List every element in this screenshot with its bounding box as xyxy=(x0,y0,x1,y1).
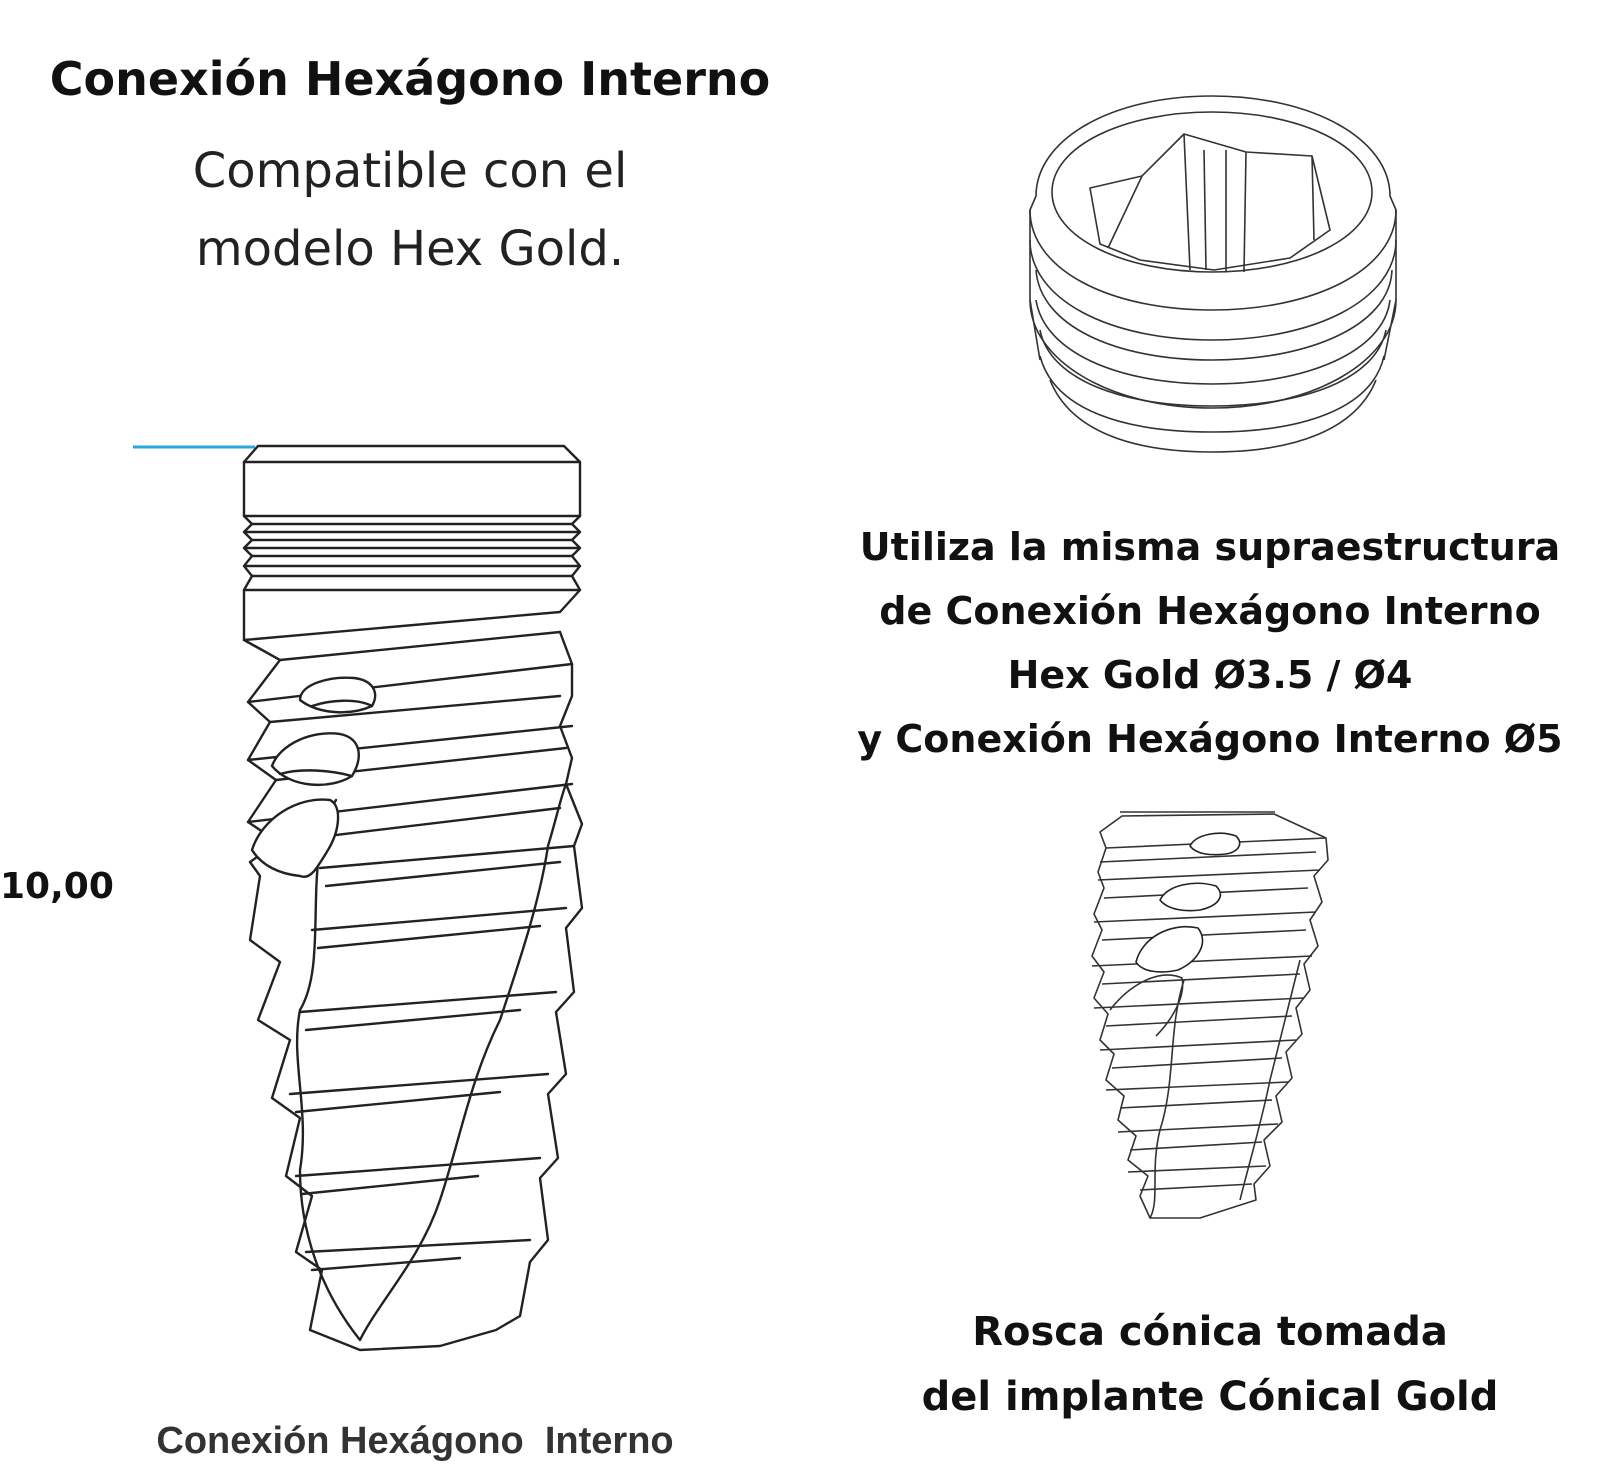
subtitle: Compatible con el modelo Hex Gold. xyxy=(0,132,820,288)
caption-right-line-2: del implante Cónical Gold xyxy=(921,1374,1499,1420)
connection-grooves xyxy=(1029,210,1397,409)
hex-connection-drawing xyxy=(1029,95,1397,453)
subtitle-line-2: modelo Hex Gold. xyxy=(195,221,625,277)
compatibility-info: Utiliza la misma supraestructura de Cone… xyxy=(820,515,1600,771)
implant-body-upper xyxy=(242,588,582,642)
conical-thread-flute xyxy=(1149,959,1301,1219)
dimension-label: 10,00 xyxy=(0,866,114,907)
subtitle-line-1: Compatible con el xyxy=(192,143,628,199)
implant-caption: Conexión Hexágono Interno xyxy=(156,1420,674,1462)
conical-thread-outline xyxy=(1091,813,1329,1219)
conical-thread-drawing xyxy=(1091,811,1329,1219)
connection-outer-rim xyxy=(1029,95,1397,311)
implant-collar xyxy=(242,444,582,518)
conical-flute-edge-2 xyxy=(1159,882,1222,912)
conical-thread-caption: Rosca cónica tomada del implante Cónical… xyxy=(860,1300,1560,1430)
info-line-1: Utiliza la misma supraestructura xyxy=(859,525,1561,569)
info-line-4: y Conexión Hexágono Interno Ø5 xyxy=(857,717,1563,761)
implant-flute-edge-2 xyxy=(270,732,360,787)
connection-hex-socket xyxy=(1089,133,1331,271)
implant-body-outline xyxy=(242,630,584,1352)
implant-cutting-flute xyxy=(295,782,568,1342)
conical-flute-edge-3 xyxy=(1135,926,1204,973)
caption-right-line-1: Rosca cónica tomada xyxy=(972,1309,1448,1355)
info-line-2: de Conexión Hexágono Interno xyxy=(879,589,1541,633)
info-line-3: Hex Gold Ø3.5 / Ø4 xyxy=(1007,653,1413,697)
implant-flute-edge-3 xyxy=(250,798,340,879)
page-title: Conexión Hexágono Interno xyxy=(49,52,771,106)
large-implant-drawing xyxy=(242,444,584,1352)
conical-flute-edge-1 xyxy=(1189,832,1241,856)
implant-microthreads xyxy=(242,514,582,592)
implant-flute-edge-1 xyxy=(298,676,377,714)
